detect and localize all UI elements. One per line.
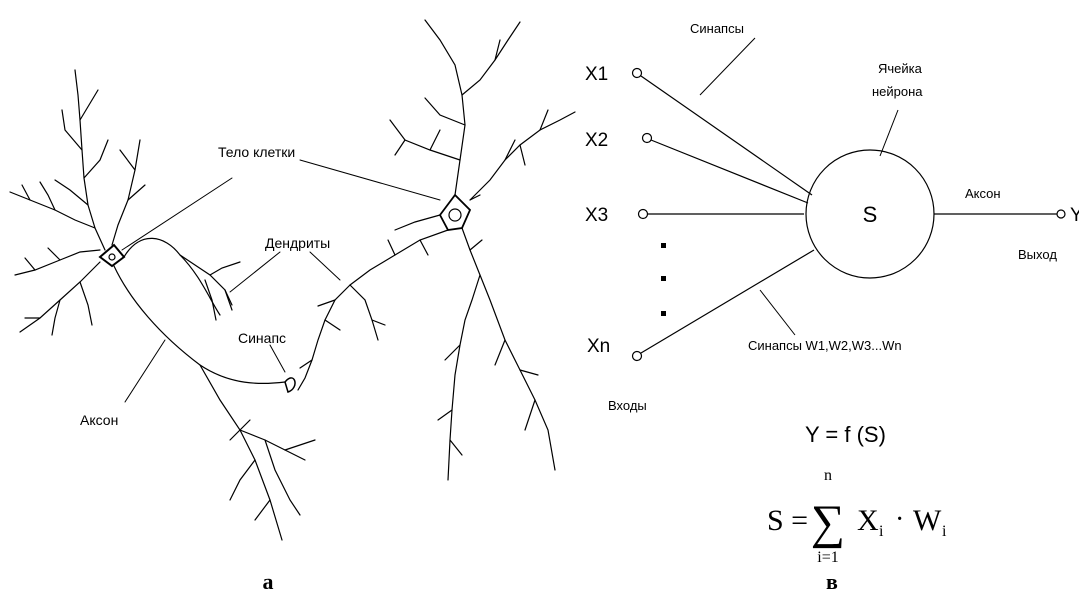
formula-s-x-sub: i: [879, 523, 884, 540]
input-label-x1: X1: [585, 64, 608, 85]
label-synapses-weights: Синапсы W1,W2,W3...Wn: [748, 338, 902, 353]
sum-symbol: S: [863, 202, 878, 227]
formula-s-x: X: [857, 504, 879, 537]
leader-synapses-weights: [760, 290, 795, 335]
formula-s-lhs: S =: [767, 504, 808, 537]
input-ellipsis-dots: [661, 243, 666, 316]
input-label-x2: X2: [585, 130, 608, 151]
input-node-x3: [639, 210, 648, 219]
label-cell-body: Тело клетки: [218, 144, 295, 160]
label-output: Выход: [1018, 247, 1057, 262]
formula-s-upper: n: [824, 467, 832, 484]
synapse-terminal: [285, 378, 295, 392]
left-neuron-axon: [114, 238, 315, 540]
formula-s-w: W: [913, 504, 942, 537]
output-symbol: Y: [1070, 205, 1079, 226]
right-labels: Синапсы Ячейка нейрона X1 X2 X3 Xn S Акс…: [585, 21, 1079, 447]
input-line-x2: [651, 140, 808, 203]
leader-neuron-cell: [880, 110, 898, 156]
right-neuron-soma: [440, 195, 470, 230]
label-dendrites: Дендриты: [265, 235, 330, 251]
label-axon-left: Аксон: [80, 412, 118, 428]
formula-s-dot: ·: [895, 504, 904, 535]
input-label-x3: X3: [585, 205, 608, 226]
input-line-x1: [641, 76, 812, 195]
output-node: [1057, 210, 1065, 218]
formula-s-lower: i=1: [817, 549, 838, 566]
formula-s-sigma: ∑: [811, 496, 845, 549]
label-synapses-top: Синапсы: [690, 21, 744, 36]
left-neuron-dendrites: [10, 70, 145, 335]
biological-neurons: [10, 20, 575, 540]
label-axon-right: Аксон: [965, 186, 1001, 201]
input-node-x1: [633, 69, 642, 78]
label-inputs: Входы: [608, 398, 647, 413]
formula-s: S = n ∑ i=1 X i · W i: [767, 467, 947, 566]
formula-s-w-sub: i: [942, 523, 947, 540]
label-neuron-cell-line1: Ячейка: [878, 61, 923, 76]
label-synapse: Синапс: [238, 330, 286, 346]
input-node-xn: [633, 352, 642, 361]
caption-b: в: [826, 569, 838, 594]
left-leader-lines: [122, 160, 440, 402]
caption-a: а: [263, 569, 274, 594]
label-neuron-cell-line2: нейрона: [872, 84, 923, 99]
right-neuron-dendrites: [298, 20, 575, 480]
left-labels: Тело клетки Дендриты Синапс Аксон а: [80, 144, 330, 594]
input-node-x2: [643, 134, 652, 143]
leader-synapses-top: [700, 38, 755, 95]
formula-y: Y = f (S): [805, 422, 886, 447]
input-label-xn: Xn: [587, 336, 610, 357]
